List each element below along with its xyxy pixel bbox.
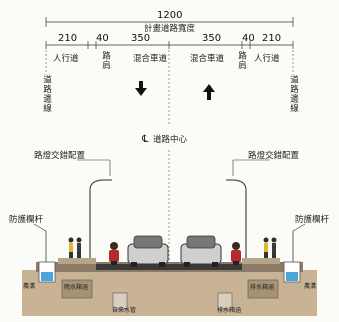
segment-label: 人行道 [53,54,79,64]
railing-left-label: 防護欄杆 [9,215,44,225]
total-width-value: 1200 [157,10,183,21]
scooter-icon [109,242,119,265]
car-icon [127,235,169,267]
extension-lines [45,50,294,262]
pedestrian-icon [263,237,277,258]
small-right-label: 排水箱涵 [250,284,275,291]
drain-right-label: 農溝 [304,283,317,290]
railing-leaders [33,223,306,232]
street-light-right-label: 路燈交錯配置 [248,151,300,161]
center-line-label: 道路中心 [153,135,188,145]
segment-label: 路肩 [100,51,111,70]
segment-label: 路肩 [236,51,247,70]
segment-dimension-line [45,41,294,49]
arrow-up-icon [203,84,215,100]
railing-right-label: 防護欄杆 [295,215,330,225]
roadway-section [22,258,317,316]
segment-width-value: 40 [96,33,109,44]
segment-label: 混合車道 [133,54,168,64]
segment-width-value: 350 [131,33,151,44]
road-edge-right-label: 道路邊線 [288,75,299,113]
culvert-label: 排水箱涵 [217,307,242,314]
street-light-icon [89,179,247,262]
scooter-icon [231,242,241,265]
pipe-label: 自來水管 [112,307,137,314]
segment-width-value: 350 [202,33,222,44]
segment-width-value: 40 [242,33,255,44]
segment-label: 混合車道 [190,54,225,64]
car-icon [180,235,222,267]
arrow-down-icon [135,81,147,96]
small-left-label: 雨水箱涵 [64,284,89,291]
segment-width-value: 210 [58,33,78,44]
street-light-leaders [77,159,270,176]
segment-width-value: 210 [262,33,282,44]
total-width-label: 計畫道路寬度 [144,24,196,34]
drain-left-label: 農溝 [23,283,36,290]
total-dimension-line [45,17,294,27]
road-edge-left-label: 道路邊線 [41,75,52,113]
street-light-left-label: 路燈交錯配置 [34,151,86,161]
pedestrian-icon [68,237,82,258]
segment-label: 人行道 [254,54,280,64]
railing-posts [45,231,294,262]
center-line-symbol: ℄ [142,134,149,145]
